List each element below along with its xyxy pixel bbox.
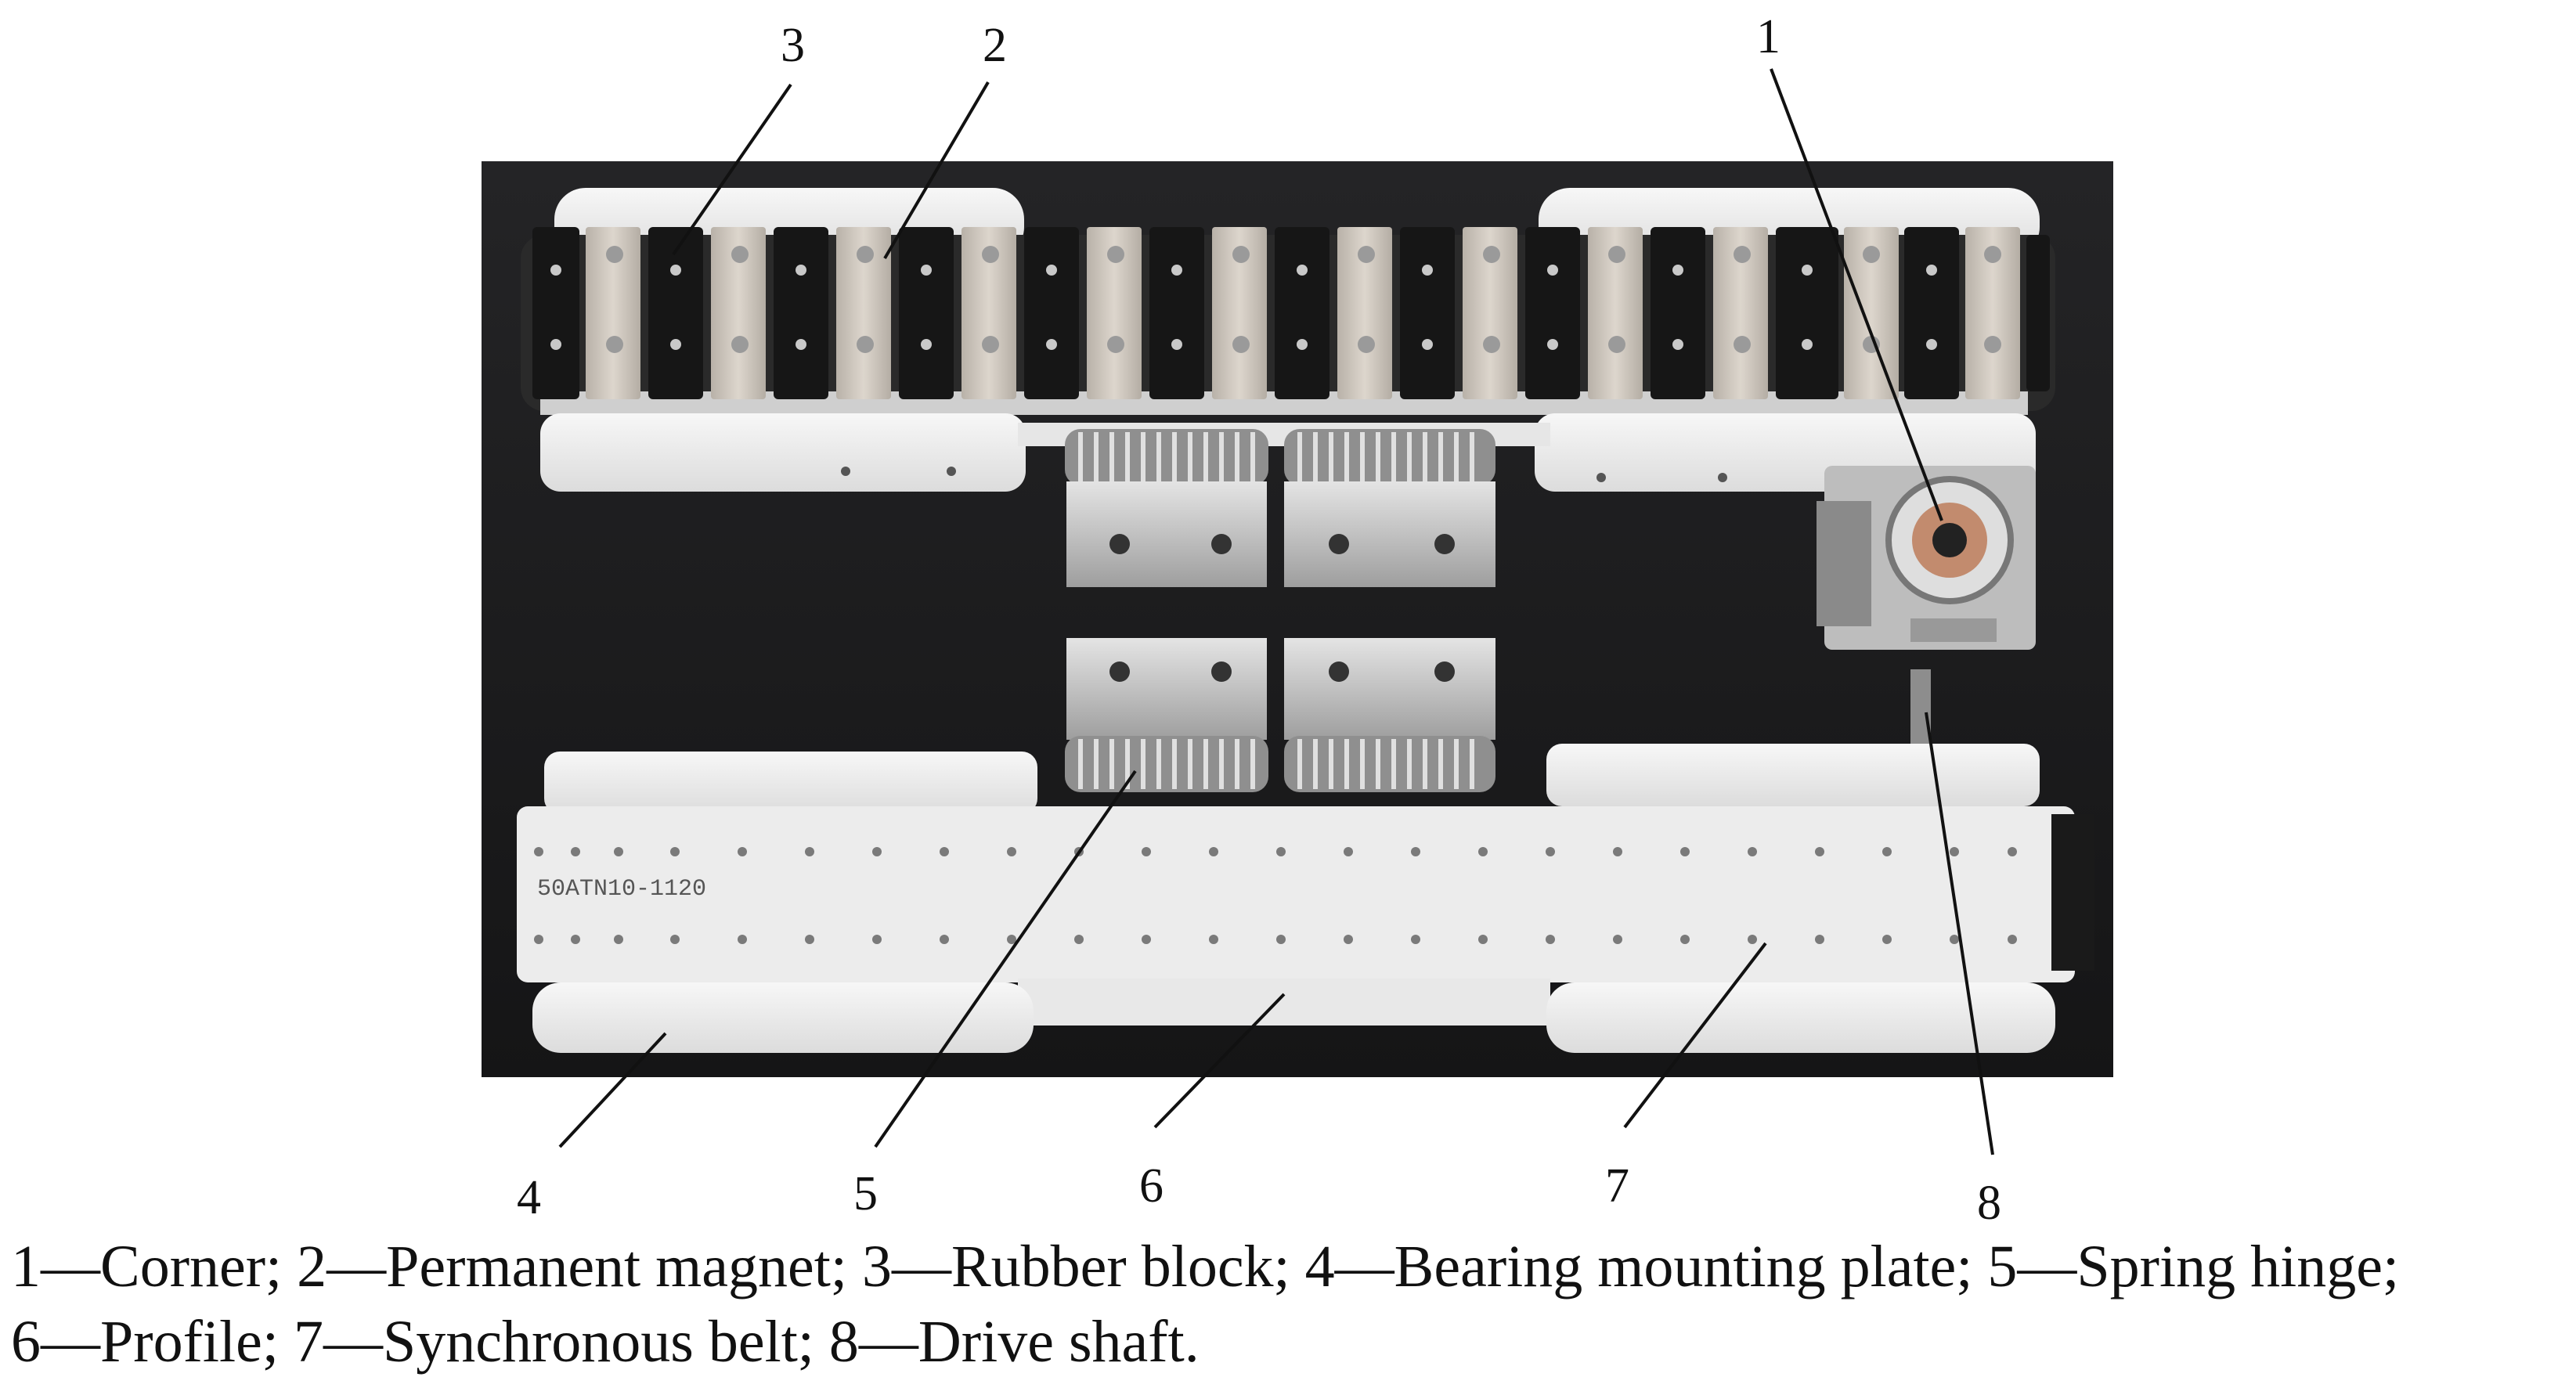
callout-number-6: 6 [1139,1159,1164,1213]
rubber-block [1149,227,1204,399]
drive-shaft [1910,669,1931,748]
spring-hinges-upper [1065,429,1495,587]
rubber-block [899,227,954,399]
upper-module [521,188,2055,492]
spring-hinges-lower [1065,638,1495,792]
bearing-plate-lower-right [1546,982,2055,1053]
corner-drive-unit [1817,466,2036,748]
callout-number-3: 3 [781,19,805,72]
figure-caption: 1—Corner; 2—Permanent magnet; 3—Rubber b… [11,1229,2563,1379]
caption-line-1: 1—Corner; 2—Permanent magnet; 3—Rubber b… [11,1234,2400,1299]
permanent-magnet [1844,227,1899,399]
callout-number-8: 8 [1977,1177,2001,1230]
rubber-block [1400,227,1455,399]
rubber-block [1904,227,1959,399]
bearing-plate-lower-left-top [544,752,1037,814]
rubber-block [1024,227,1079,399]
rubber-block [1776,227,1838,399]
lower-module: 50ATN10-1120 [517,744,2094,1053]
bearing-plate-upper-left [540,413,1026,492]
synchronous-belt [517,806,2075,982]
permanent-magnet [1713,227,1768,399]
permanent-magnet [1337,227,1392,399]
permanent-magnet [586,227,640,399]
leader-lines [558,68,1994,1155]
rubber-block [2026,235,2050,391]
permanent-magnet [961,227,1016,399]
bearing-plate-lower-left [532,982,1034,1053]
rubber-block [1651,227,1705,399]
rubber-block [1275,227,1329,399]
rubber-block [532,227,579,399]
permanent-magnet [1212,227,1267,399]
callout-number-4: 4 [517,1171,541,1224]
profile [1018,979,1550,1026]
rubber-block [648,227,703,399]
permanent-magnet [711,227,766,399]
callout-number-2: 2 [983,19,1007,72]
callout-number-7: 7 [1605,1159,1629,1213]
permanent-magnet [1087,227,1142,399]
permanent-magnet [836,227,891,399]
permanent-magnet [1463,227,1517,399]
caption-line-2: 6—Profile; 7—Synchronous belt; 8—Drive s… [11,1309,1200,1375]
callout-number-1: 1 [1756,10,1780,63]
callout-number-5: 5 [853,1167,878,1220]
rubber-block [774,227,828,399]
rubber-block [1525,227,1580,399]
bearing-plate-lower-right-top [1546,744,2040,806]
permanent-magnet [1965,227,2020,399]
block-row [532,227,2050,399]
belt-marking: 50ATN10-1120 [537,876,706,903]
permanent-magnet [1588,227,1643,399]
